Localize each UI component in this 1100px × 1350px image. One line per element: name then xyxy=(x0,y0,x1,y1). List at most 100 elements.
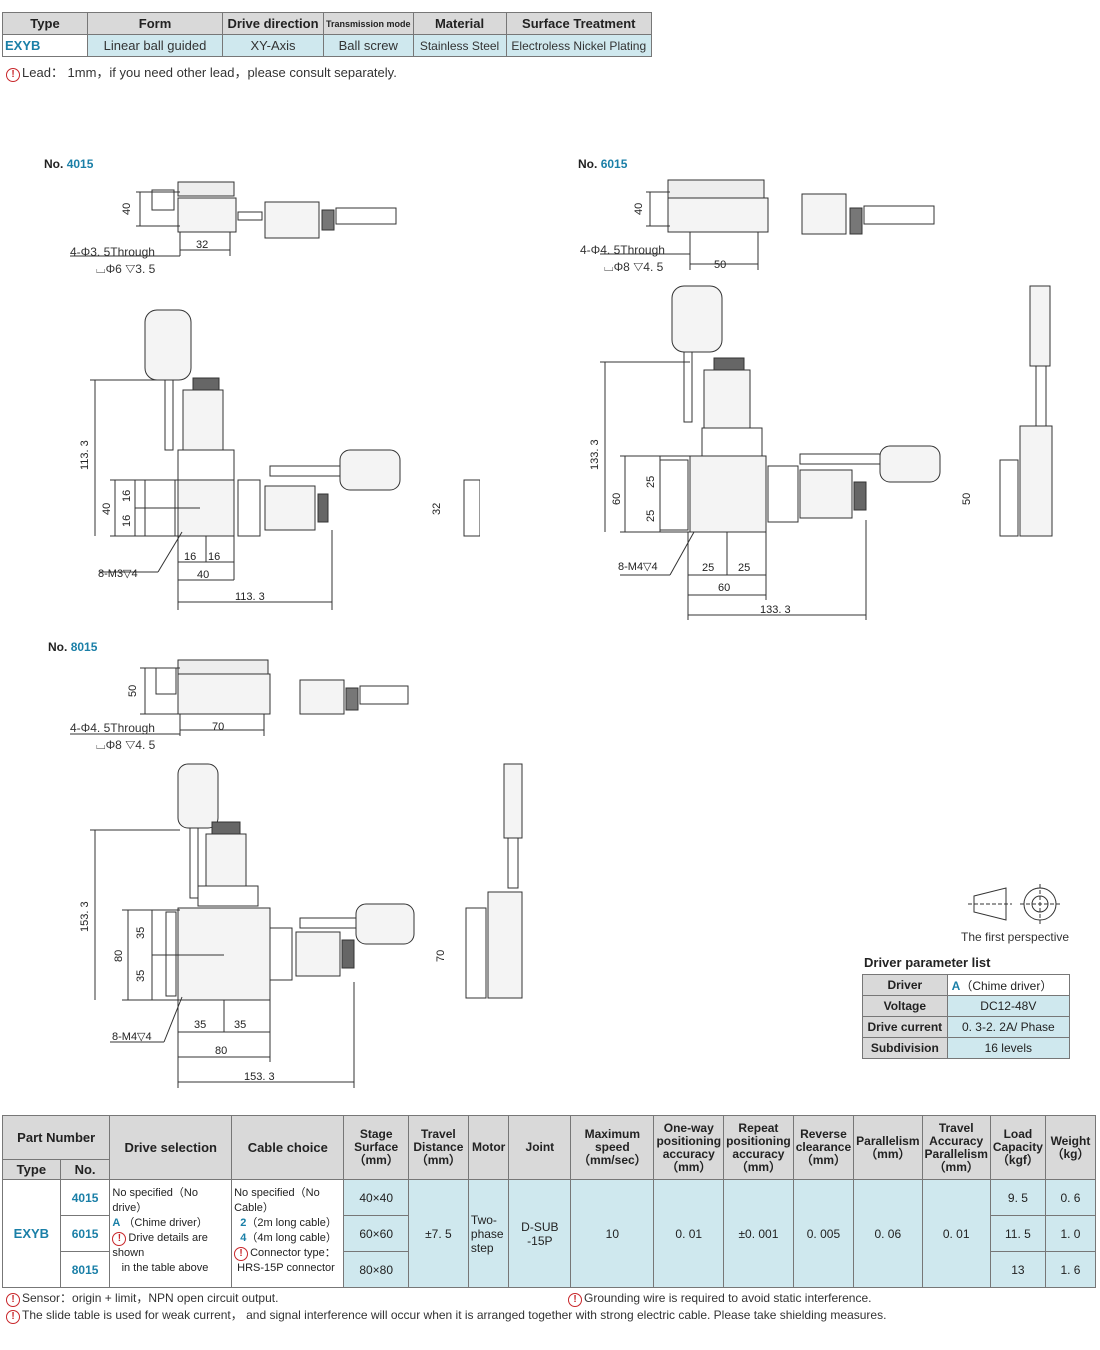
dim-pitch: 50 xyxy=(714,259,726,271)
driver-row: Voltage DC12-48V xyxy=(862,995,1071,1017)
dim-width-2: 16 xyxy=(208,551,220,563)
table-row: 8015 80×80 13 1. 6 xyxy=(3,1251,1097,1288)
hole-note: 4-Φ3. 5Through xyxy=(70,245,155,259)
table-row: EXYB 4015 No specified（No drive） A （Chim… xyxy=(2,1179,1097,1288)
no-cell: 6015 xyxy=(59,1215,111,1252)
dim-inner-2: 35 xyxy=(135,970,147,982)
drawing-title-6015: No. 6015 xyxy=(578,157,628,171)
dim-total: 113. 3 xyxy=(235,591,265,603)
dim-width-1: 35 xyxy=(194,1019,206,1031)
tap-note: 8-M4▽4 xyxy=(112,1031,152,1043)
header-type: Type xyxy=(2,1159,61,1180)
weight-cell: 1. 0 xyxy=(1044,1215,1097,1252)
hole-note: 4-Φ4. 5Through xyxy=(70,721,155,735)
spec-header: Form xyxy=(87,12,223,35)
driver-key: Voltage xyxy=(862,995,948,1017)
header-motor: Motor xyxy=(467,1115,510,1180)
counterbore-note: ⌴Φ8 ▽4. 5 xyxy=(604,260,664,274)
footnote-sensor: !Sensor：origin + limit，NPN open circuit … xyxy=(6,1289,278,1307)
dim-height-total: 153. 3 xyxy=(79,901,91,932)
dim-width-1: 16 xyxy=(184,551,196,563)
dim-square: 80 xyxy=(113,950,125,962)
stage-cell: 40×40 xyxy=(343,1179,409,1216)
dim-square: 40 xyxy=(101,503,113,515)
dim-inner-2: 16 xyxy=(121,515,133,527)
no-cell: 8015 xyxy=(59,1251,111,1288)
tap-note: 8-M3▽4 xyxy=(98,568,138,580)
warning-icon: ! xyxy=(6,1310,20,1324)
warning-icon: ! xyxy=(6,1293,20,1307)
spec-header: Type xyxy=(2,12,88,35)
spec-header: Material xyxy=(412,12,507,35)
drawing-title-4015: No. 4015 xyxy=(44,157,94,171)
load-cell: 13 xyxy=(989,1251,1046,1288)
dim-pitch: 70 xyxy=(212,721,224,733)
driver-row: Driver A（Chime driver） xyxy=(862,974,1071,996)
stage-cell: 80×80 xyxy=(343,1251,409,1288)
spec-header: Transmission mode xyxy=(323,12,414,35)
dim-pitch: 32 xyxy=(196,239,208,251)
spec-header: Surface Treatment xyxy=(505,12,653,35)
driver-row: Subdivision 16 levels xyxy=(862,1037,1071,1059)
repeat-cell: ±0. 001 xyxy=(723,1179,794,1288)
driver-value: 16 levels xyxy=(946,1037,1071,1059)
header-weight: Weight（kg） xyxy=(1044,1115,1097,1180)
warning-icon: ! xyxy=(568,1293,582,1307)
dim-inner-2: 25 xyxy=(645,510,657,522)
spec-direction: XY-Axis xyxy=(222,34,324,57)
dim-side-height: 70 xyxy=(435,950,447,962)
header-drive: Drive selection xyxy=(109,1115,233,1180)
joint-cell: D-SUB-15P xyxy=(508,1179,572,1288)
dim-width-2: 25 xyxy=(738,562,750,574)
header-part-number: Part Number xyxy=(1,1115,111,1160)
dim-side-height: 32 xyxy=(431,503,443,515)
dim-width: 40 xyxy=(197,569,209,581)
dim-width: 80 xyxy=(215,1045,227,1057)
dim-inner-1: 25 xyxy=(645,476,657,488)
dim-height: 50 xyxy=(127,685,139,697)
dim-inner-1: 35 xyxy=(135,927,147,939)
type-cell: EXYB xyxy=(2,1179,61,1288)
driver-value: 0. 3-2. 2A/ Phase xyxy=(946,1016,1071,1038)
header-joint: Joint xyxy=(508,1115,572,1180)
lead-note: !Lead： 1mm，if you need other lead，please… xyxy=(6,62,397,82)
oneway-cell: 0. 01 xyxy=(653,1179,725,1288)
reverse-cell: 0. 005 xyxy=(792,1179,855,1288)
warning-icon: ! xyxy=(234,1247,249,1261)
load-cell: 11. 5 xyxy=(989,1215,1046,1252)
driver-key: Subdivision xyxy=(862,1037,948,1059)
dim-width: 60 xyxy=(718,582,730,594)
cable-cell: No specified（No Cable） 2（2m long cable） … xyxy=(231,1179,345,1288)
warning-icon: ! xyxy=(112,1232,127,1246)
parallelism-cell: 0. 06 xyxy=(853,1179,923,1288)
travel-cell: ±7. 5 xyxy=(407,1179,469,1288)
driver-value: A（Chime driver） xyxy=(946,974,1071,996)
footnote-slide: !The slide table is used for weak curren… xyxy=(6,1306,886,1324)
dim-total: 153. 3 xyxy=(244,1071,275,1083)
driver-table: Driver A（Chime driver） Voltage DC12-48V … xyxy=(862,974,1071,1059)
spec-material: Stainless Steel xyxy=(412,34,507,57)
no-cell: 4015 xyxy=(59,1179,111,1216)
travel-accuracy-cell: 0. 01 xyxy=(921,1179,991,1288)
header-no: No. xyxy=(59,1159,111,1180)
drawing-title-8015: No. 8015 xyxy=(48,640,98,654)
counterbore-note: ⌴Φ8 ▽4. 5 xyxy=(96,738,156,752)
spec-type: EXYB xyxy=(2,34,88,57)
first-angle-projection-icon xyxy=(968,884,1060,924)
drawing-8015: 50 70 153. 3 80 35 35 35 35 80 153. 3 8-… xyxy=(70,659,523,1088)
driver-key: Drive current xyxy=(862,1016,948,1038)
hole-note: 4-Φ4. 5Through xyxy=(580,243,665,257)
weight-cell: 0. 6 xyxy=(1044,1179,1097,1216)
footnote-ground: !Grounding wire is required to avoid sta… xyxy=(568,1291,871,1307)
speed-cell: 10 xyxy=(570,1179,655,1288)
header-cable: Cable choice xyxy=(231,1115,345,1180)
dim-height: 40 xyxy=(121,203,133,215)
drawing-4015: 40 32 113. 3 40 16 16 16 16 40 113. 3 8-… xyxy=(70,181,480,610)
